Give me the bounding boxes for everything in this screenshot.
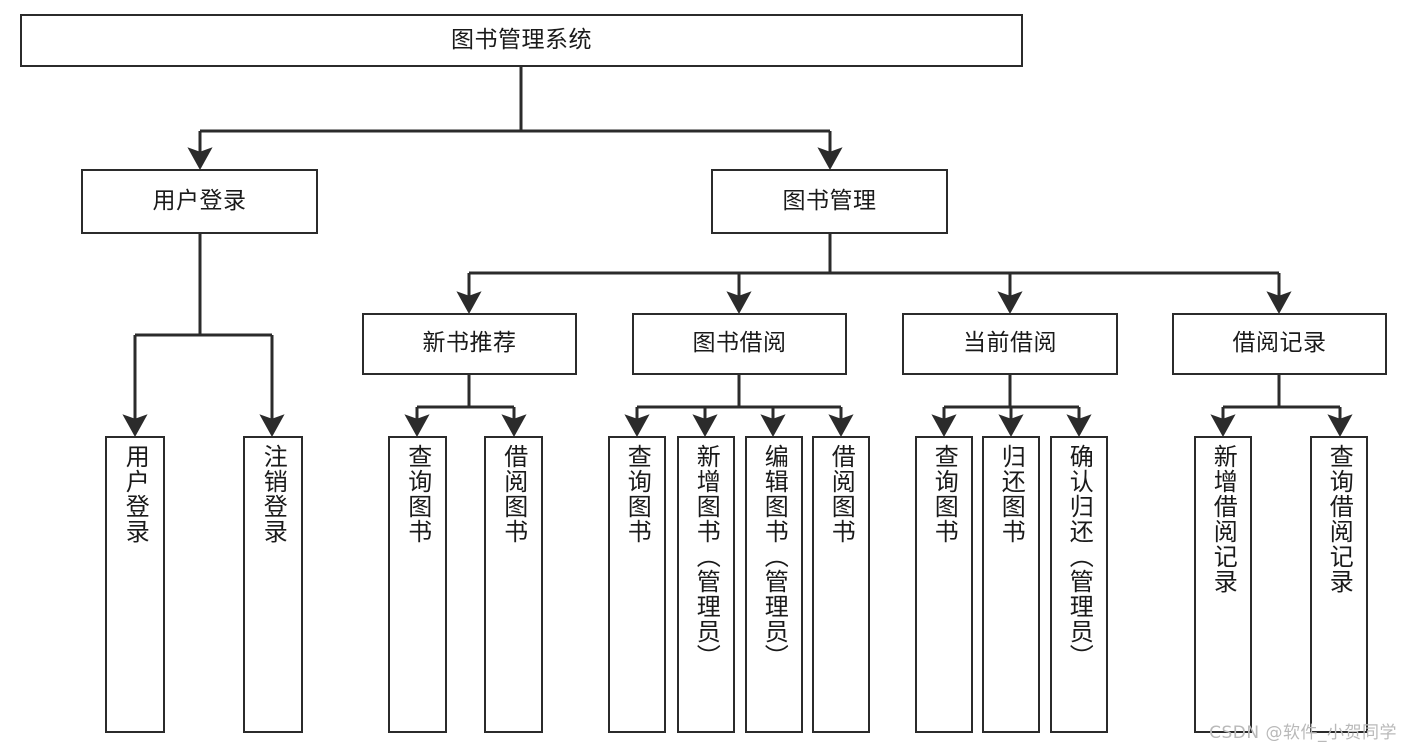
node-label: 借阅图书: [499, 444, 528, 544]
node-label: 当前借阅: [963, 330, 1057, 357]
node-label: 归还图书: [997, 444, 1026, 544]
node-label: 图书管理: [782, 187, 877, 214]
node-edit-book-admin[interactable]: 编辑图书（管理员）: [745, 436, 803, 733]
node-label: 用户登录: [152, 187, 247, 214]
node-borrow-record[interactable]: 借阅记录: [1172, 313, 1387, 375]
node-label: 新增借阅记录: [1209, 444, 1238, 594]
node-label: 查询图书: [403, 444, 432, 544]
node-add-borrow-record[interactable]: 新增借阅记录: [1194, 436, 1252, 733]
node-current-borrow[interactable]: 当前借阅: [902, 313, 1118, 375]
node-return-book[interactable]: 归还图书: [982, 436, 1040, 733]
node-label: 用户登录: [121, 444, 150, 544]
node-query-book-current[interactable]: 查询图书: [915, 436, 973, 733]
node-add-book-admin[interactable]: 新增图书（管理员）: [677, 436, 735, 733]
node-label: 图书借阅: [692, 330, 787, 357]
node-label: 借阅记录: [1232, 330, 1327, 357]
node-label: 查询图书: [930, 444, 959, 544]
node-book-management-system[interactable]: 图书管理系统: [20, 14, 1023, 67]
node-query-book-borrow[interactable]: 查询图书: [608, 436, 666, 733]
node-user-login-leaf[interactable]: 用户登录: [105, 436, 165, 733]
node-query-book-rec[interactable]: 查询图书: [388, 436, 447, 733]
node-label: 查询借阅记录: [1325, 444, 1354, 594]
node-book-management[interactable]: 图书管理: [711, 169, 948, 234]
node-logout-leaf[interactable]: 注销登录: [243, 436, 303, 733]
node-borrow-book[interactable]: 借阅图书: [812, 436, 870, 733]
node-label: 新书推荐: [422, 330, 517, 357]
node-label: 新增图书（管理员）: [692, 444, 721, 669]
node-label: 图书管理系统: [451, 26, 592, 53]
node-query-borrow-record[interactable]: 查询借阅记录: [1310, 436, 1368, 733]
node-new-book-recommend[interactable]: 新书推荐: [362, 313, 577, 375]
node-label: 确认归还（管理员）: [1065, 444, 1094, 669]
node-label: 注销登录: [259, 444, 288, 544]
node-borrow-book-rec[interactable]: 借阅图书: [484, 436, 543, 733]
node-label: 查询图书: [623, 444, 652, 544]
node-book-borrow[interactable]: 图书借阅: [632, 313, 847, 375]
node-label: 借阅图书: [827, 444, 856, 544]
node-confirm-return-admin[interactable]: 确认归还（管理员）: [1050, 436, 1108, 733]
node-user-login[interactable]: 用户登录: [81, 169, 318, 234]
node-label: 编辑图书（管理员）: [760, 444, 789, 669]
